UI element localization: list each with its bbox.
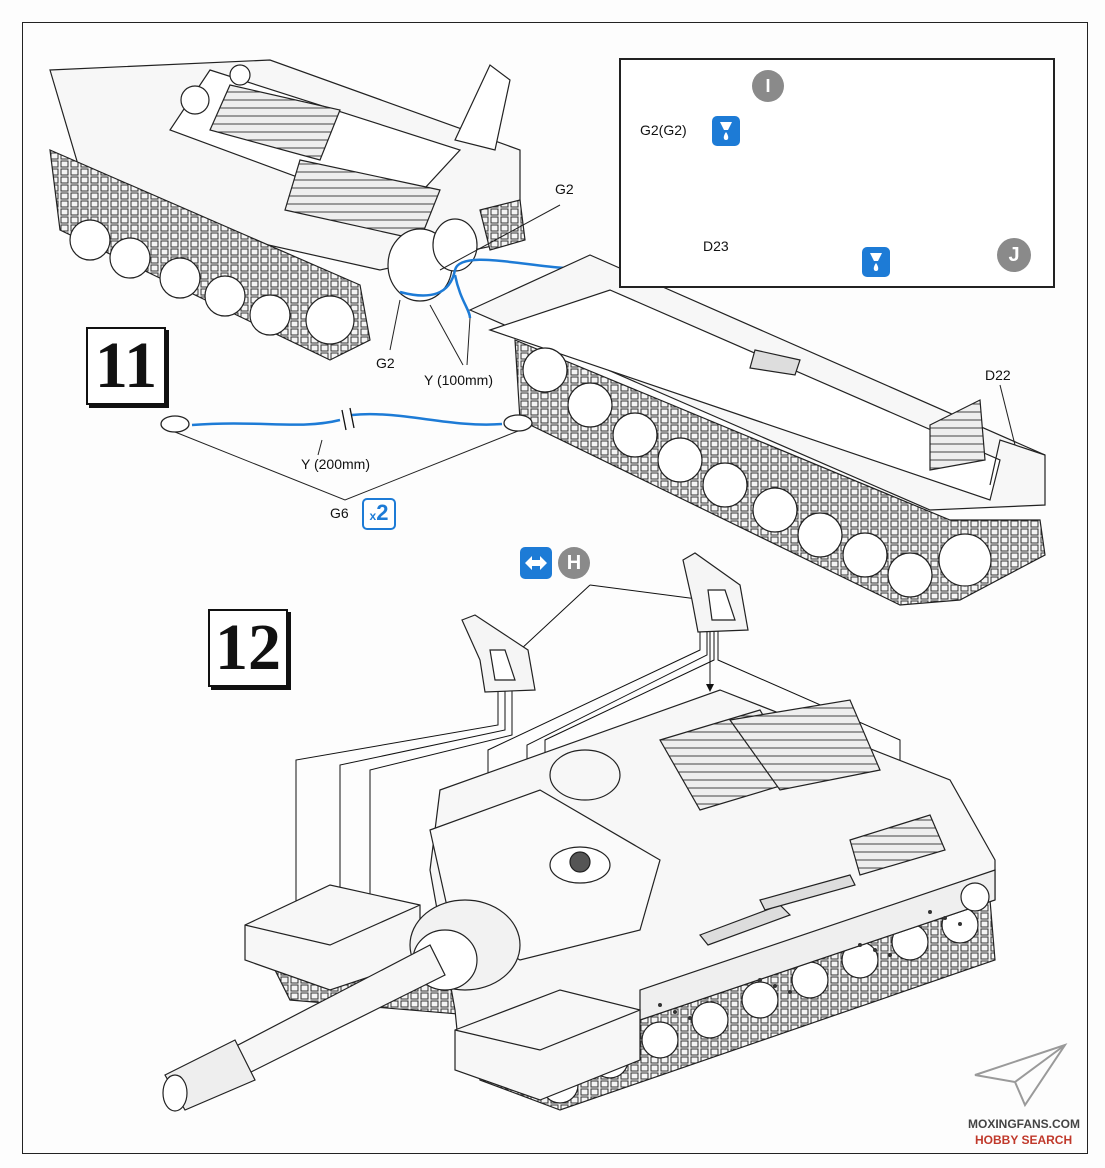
completed-vehicle-step12 bbox=[162, 689, 996, 1112]
lower-hull-track-assembly bbox=[468, 254, 1046, 606]
inset-label-g2g2: G2(G2) bbox=[640, 122, 687, 138]
alternate-option-icon bbox=[520, 547, 552, 579]
detail-inset-box bbox=[619, 58, 1055, 288]
instruction-page-frame bbox=[22, 22, 1088, 1154]
part-label-y200: Y (200mm) bbox=[301, 456, 370, 472]
quantity-prefix: x bbox=[369, 509, 377, 523]
cement-glue-icon-2 bbox=[862, 247, 890, 277]
part-label-g2-top: G2 bbox=[555, 181, 574, 197]
step-number-11: 11 bbox=[86, 327, 166, 405]
step-number-12: 12 bbox=[208, 609, 288, 687]
part-label-g2-bottom: G2 bbox=[376, 355, 395, 371]
cement-glue-icon bbox=[712, 116, 740, 146]
cable-leader-lines bbox=[389, 204, 561, 366]
part-label-g6: G6 bbox=[330, 505, 349, 521]
part-label-d22: D22 bbox=[985, 367, 1011, 383]
h-bracket-parts bbox=[461, 552, 749, 693]
inset-badge-i: I bbox=[752, 70, 784, 102]
paper-plane-watermark-icon bbox=[970, 1040, 1070, 1110]
watermark-site-2: HOBBY SEARCH bbox=[975, 1133, 1073, 1147]
quantity-badge: x 2 bbox=[362, 498, 396, 530]
watermark-site-1: MOXINGFANS.COM bbox=[968, 1117, 1081, 1131]
quantity-value: 2 bbox=[376, 500, 389, 525]
track-run-top-left bbox=[49, 149, 526, 361]
hull-rivet-pattern bbox=[658, 910, 962, 1020]
tow-cable-installed bbox=[399, 258, 566, 319]
part-label-y100: Y (100mm) bbox=[424, 372, 493, 388]
inset-label-d23: D23 bbox=[703, 238, 729, 254]
inset-badge-j: J bbox=[997, 238, 1031, 272]
d22-leader bbox=[999, 384, 1016, 446]
spare-cable-g6 bbox=[160, 407, 533, 501]
part-badge-h: H bbox=[558, 547, 590, 579]
